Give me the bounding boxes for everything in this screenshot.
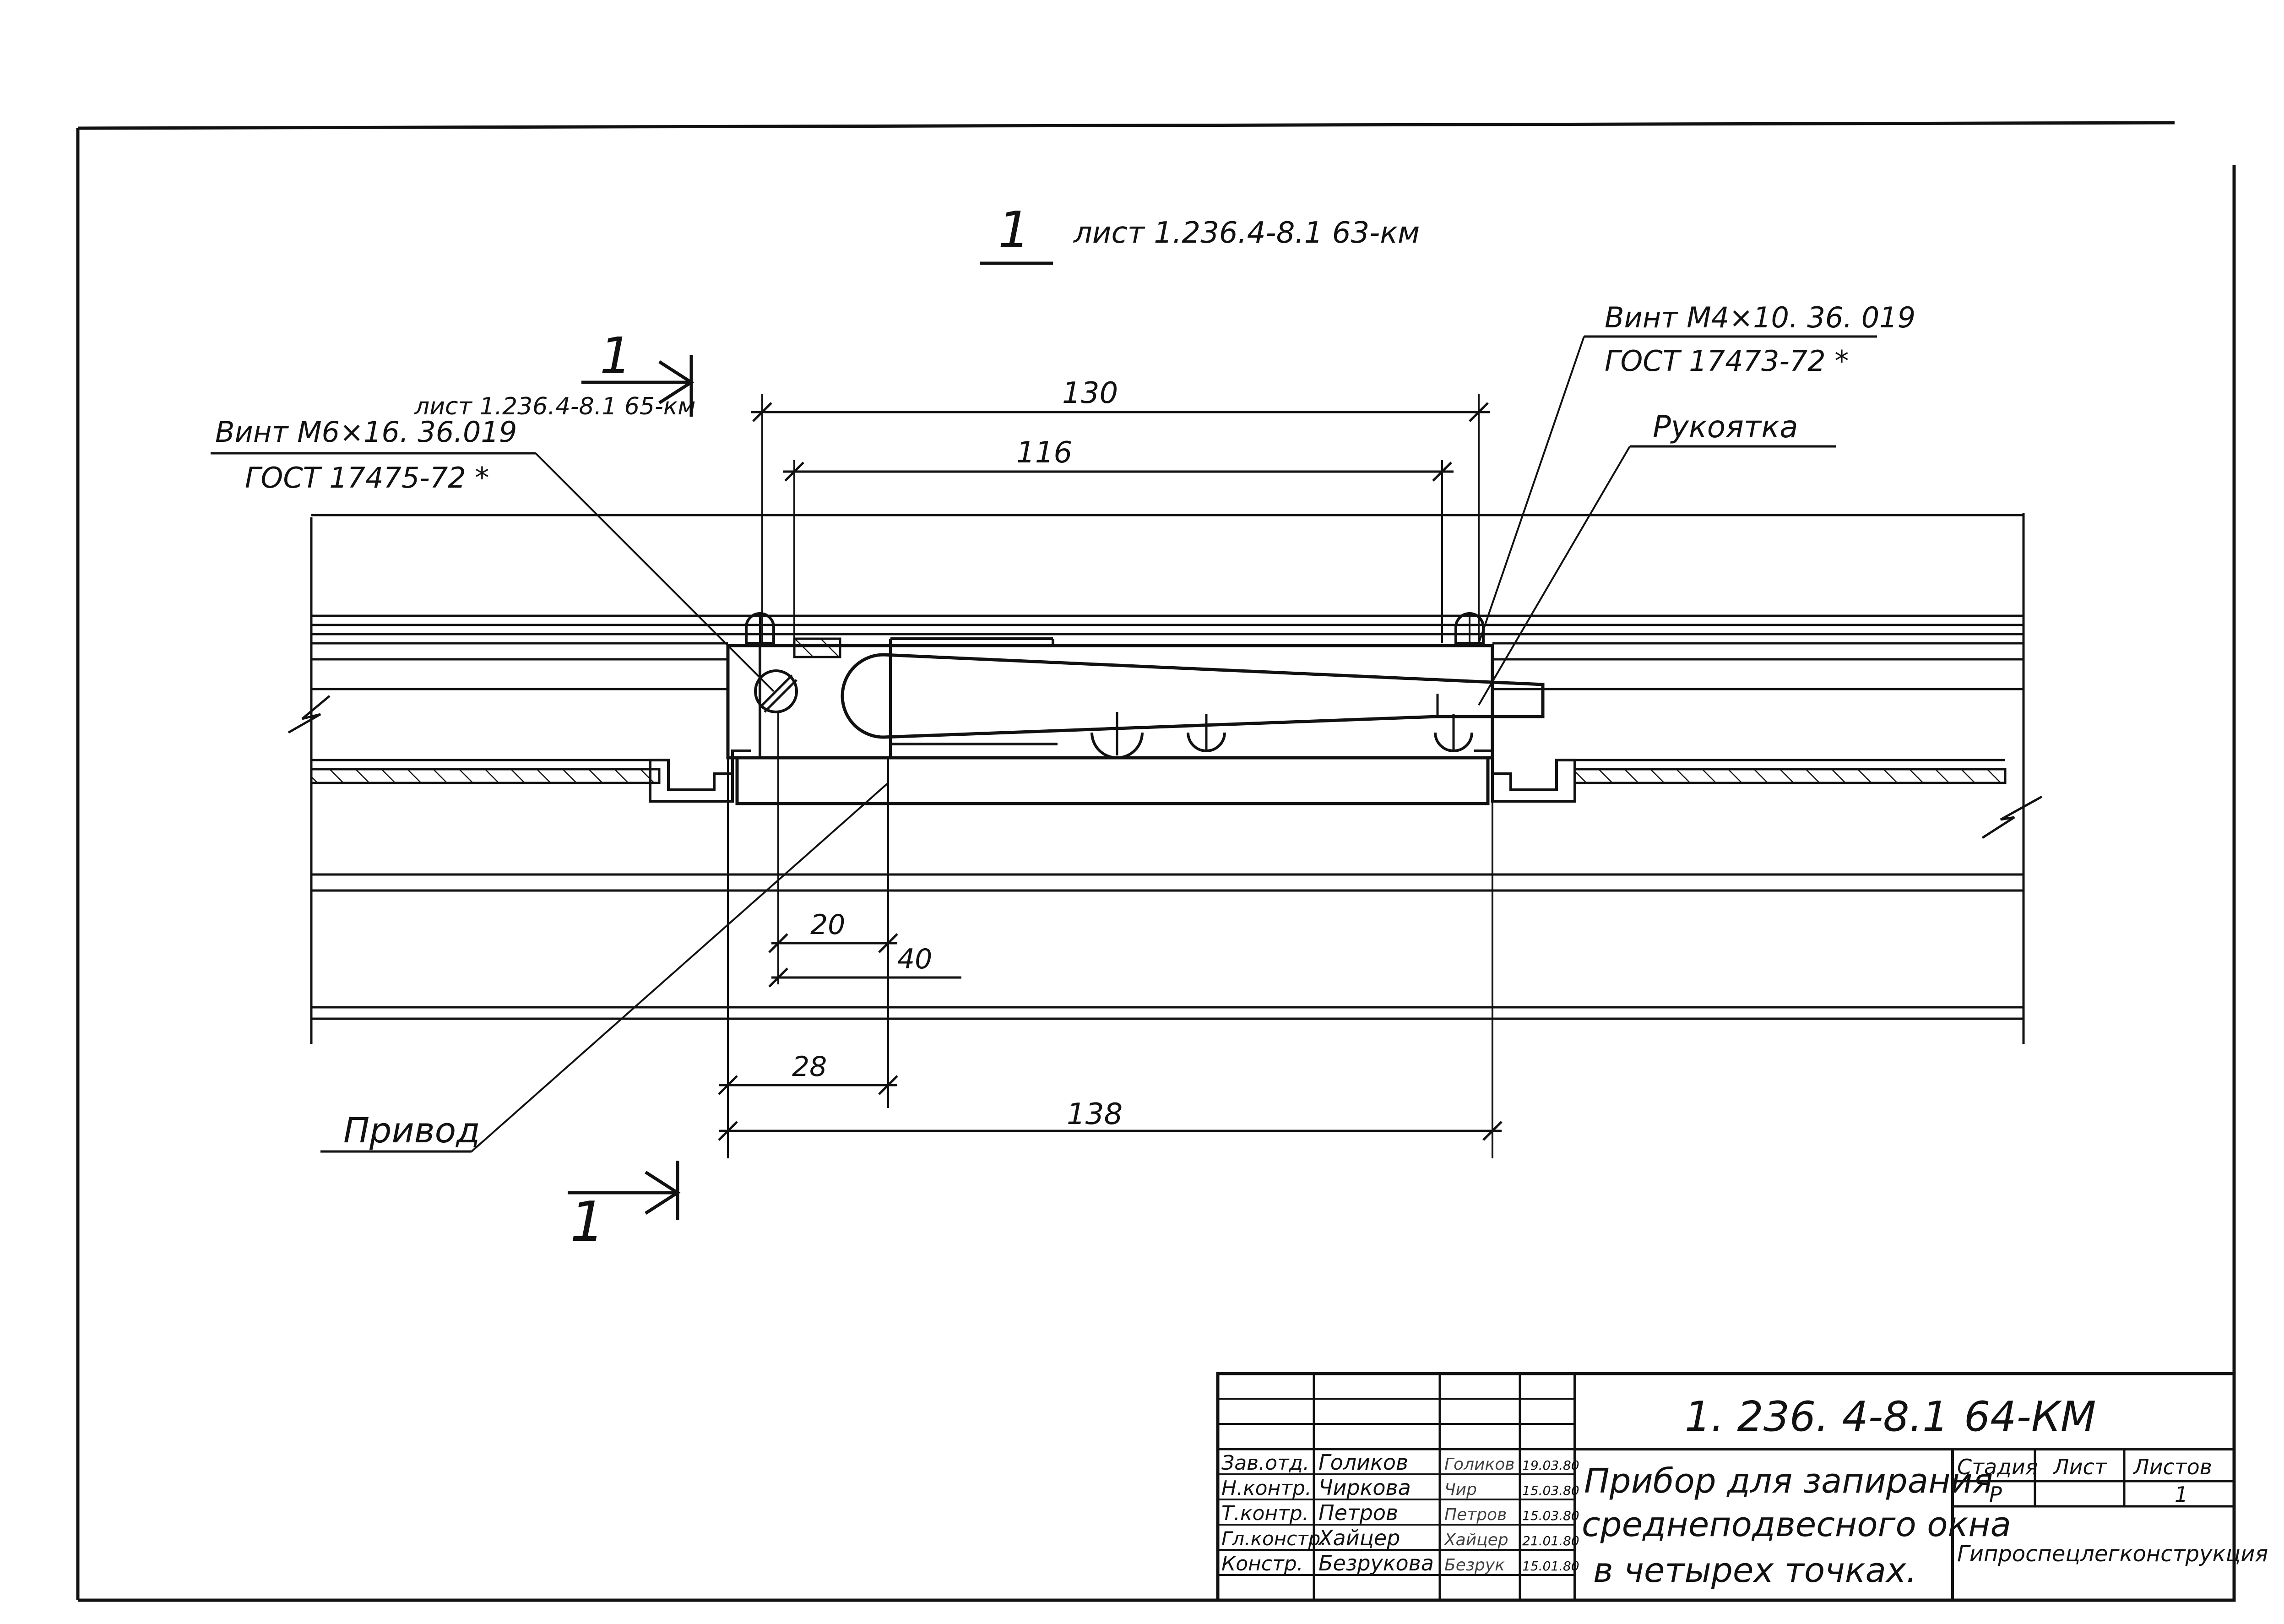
callout-screw-m6-line1: Винт М6×16. 36.019 — [215, 415, 517, 449]
stage-label: Стадия — [1957, 1455, 2038, 1479]
role-label: Т.контр. — [1221, 1502, 1309, 1525]
role-signature: Голиков — [1444, 1455, 1514, 1474]
section-cut-bottom-number: 1 — [570, 1190, 605, 1254]
role-signature: Чир — [1444, 1480, 1477, 1499]
role-name: Голиков — [1318, 1450, 1408, 1475]
organization: Гипроспецлегконструкция — [1957, 1541, 2268, 1567]
title-block: 1. 236. 4-8.1 64-КМ Прибор для запирания… — [1216, 1372, 2268, 1602]
callout-handle: Рукоятка — [1653, 409, 1798, 445]
section-cut-top-number: 1 — [600, 326, 632, 385]
role-label: Гл.констр. — [1221, 1527, 1327, 1550]
sheet-frame — [76, 121, 2236, 1602]
dimension-138: 138 — [1067, 1097, 1123, 1131]
callout-drive: Привод — [343, 1110, 480, 1151]
pivot-pin — [754, 669, 798, 713]
role-date: 21.01.80 — [1522, 1533, 1579, 1548]
section-header: 1 лист 1.236.4-8.1 63-км — [980, 201, 1420, 265]
role-date: 19.03.80 — [1522, 1458, 1579, 1473]
title-block-code: 1. 236. 4-8.1 — [1685, 1393, 1948, 1441]
role-date: 15.03.80 — [1522, 1508, 1579, 1523]
rivets — [1090, 712, 1473, 759]
role-name: Чиркова — [1318, 1475, 1411, 1500]
dimension-40: 40 — [897, 943, 932, 975]
title-line-2: среднеподвесного окна — [1582, 1505, 2011, 1544]
dimension-130: 130 — [1062, 376, 1118, 410]
title-block-sheet-code: 64-КМ — [1964, 1393, 2096, 1441]
frame-clamps — [649, 750, 1576, 803]
section-header-reference: лист 1.236.4-8.1 63-км — [1073, 216, 1420, 250]
role-label: Зав.отд. — [1221, 1451, 1309, 1475]
role-label: Н.контр. — [1221, 1477, 1312, 1500]
section-cut-bottom: 1 — [568, 1161, 681, 1254]
role-signature: Хайцер — [1443, 1531, 1508, 1549]
role-date: 15.03.80 — [1522, 1483, 1579, 1498]
role-name: Безрукова — [1318, 1551, 1434, 1575]
role-name: Хайцер — [1318, 1526, 1400, 1550]
stage-value: Р — [1989, 1482, 2002, 1507]
dimension-values: 130 116 20 40 28 138 — [792, 376, 1123, 1131]
sheets-value: 1 — [2175, 1482, 2188, 1507]
callout-screw-m6-line2: ГОСТ 17475-72 * — [245, 461, 489, 494]
dimension-20: 20 — [810, 909, 845, 941]
sheet-label: Лист — [2052, 1455, 2107, 1479]
role-date: 15.01.80 — [1522, 1559, 1579, 1574]
section-cut-top: 1 лист 1.236.4-8.1 65-км — [414, 326, 695, 420]
callout-texts: Винт М6×16. 36.019 ГОСТ 17475-72 * Винт … — [215, 301, 1915, 1151]
role-name: Петров — [1318, 1500, 1398, 1525]
title-line-1: Прибор для запирания — [1584, 1461, 1993, 1501]
screw-heads — [745, 612, 1485, 645]
role-signature: Безрук — [1444, 1556, 1505, 1575]
dimension-116: 116 — [1016, 436, 1072, 470]
callout-screw-m4-line1: Винт М4×10. 36. 019 — [1605, 301, 1915, 334]
handle-body — [841, 653, 1545, 739]
role-label: Констр. — [1221, 1552, 1303, 1575]
dimension-28: 28 — [792, 1051, 827, 1083]
dimension-lines — [718, 402, 1503, 1141]
role-signature: Петров — [1444, 1505, 1507, 1524]
roles-table: Зав.отд. Голиков Голиков 19.03.80 Н.конт… — [1221, 1450, 1579, 1575]
extension-lines — [727, 394, 1493, 1158]
glazing-hatched — [310, 759, 2007, 784]
sheets-label: Листов — [2132, 1455, 2212, 1479]
title-line-3: в четырех точках. — [1593, 1551, 1917, 1590]
callout-leaders — [211, 335, 1877, 1153]
section-header-number: 1 — [998, 201, 1030, 259]
section-cut-top-reference: лист 1.236.4-8.1 65-км — [414, 393, 695, 420]
callout-screw-m4-line2: ГОСТ 17473-72 * — [1605, 344, 1849, 378]
